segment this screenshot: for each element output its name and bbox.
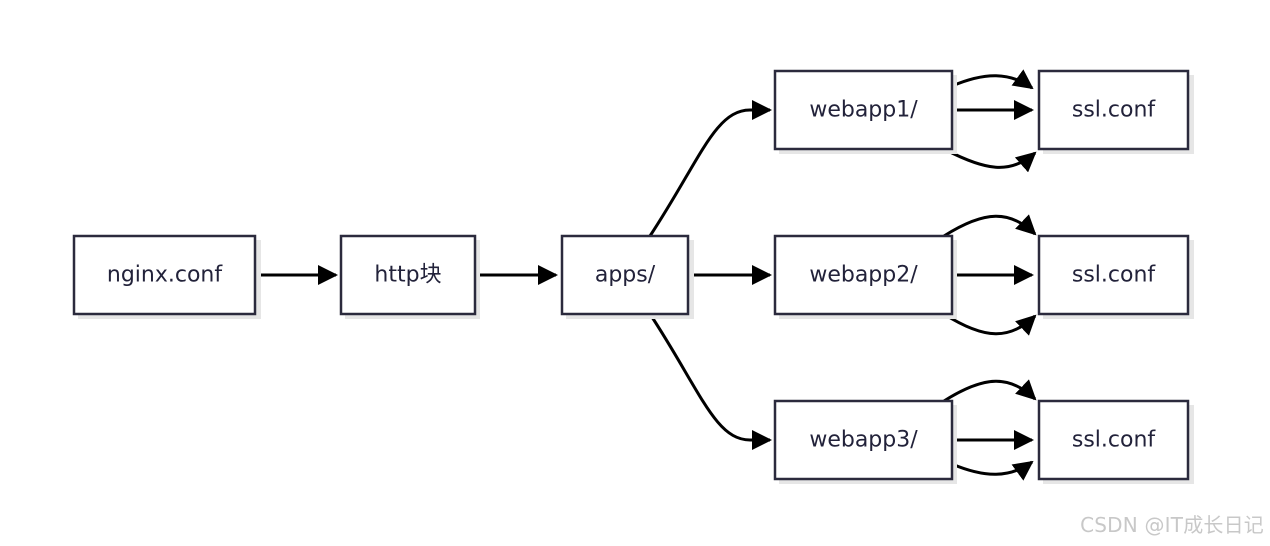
node-http-block: http块 <box>339 234 480 319</box>
edge-webapp2-to-ssl2-bottom <box>943 312 1037 336</box>
node-http-block-label: http块 <box>374 263 441 288</box>
edges <box>256 69 1037 481</box>
node-ssl-conf-1: ssl.conf <box>1037 69 1194 154</box>
node-ssl-conf-3: ssl.conf <box>1037 399 1194 484</box>
node-ssl-conf-3-label: ssl.conf <box>1072 428 1157 453</box>
edge-webapp2-to-ssl2-top <box>943 214 1037 238</box>
node-apps-label: apps/ <box>595 263 656 288</box>
edge-webapp3-to-ssl3-top <box>943 379 1037 403</box>
node-webapp2: webapp2/ <box>773 234 957 319</box>
edge-webapp1-to-ssl1-top <box>951 69 1034 90</box>
watermark: CSDN @IT成长日记 <box>1080 513 1264 537</box>
edge-apps-to-webapp3 <box>648 313 772 450</box>
edge-webapp1-to-ssl1-bottom <box>945 148 1037 173</box>
node-webapp2-label: webapp2/ <box>809 263 918 288</box>
node-webapp3-label: webapp3/ <box>809 428 918 453</box>
node-ssl-conf-1-label: ssl.conf <box>1072 98 1157 123</box>
node-webapp3: webapp3/ <box>773 399 957 484</box>
node-webapp1: webapp1/ <box>773 69 957 154</box>
node-nginx-conf-label: nginx.conf <box>107 263 223 288</box>
edge-apps-to-webapp1 <box>648 100 772 237</box>
node-webapp1-label: webapp1/ <box>809 98 918 123</box>
node-apps: apps/ <box>560 234 694 319</box>
node-ssl-conf-2: ssl.conf <box>1037 234 1194 319</box>
node-ssl-conf-2-label: ssl.conf <box>1072 263 1157 288</box>
edge-webapp3-to-ssl3-bottom <box>951 460 1034 481</box>
node-nginx-conf: nginx.conf <box>72 234 261 319</box>
